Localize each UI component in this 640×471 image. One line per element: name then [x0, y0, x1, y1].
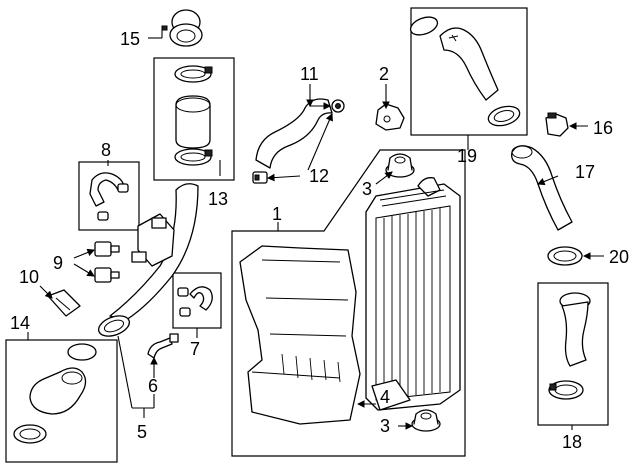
part-1-intercooler — [365, 177, 461, 411]
box-13 — [153, 57, 235, 181]
box-8 — [78, 161, 140, 231]
callout-7: 7 — [190, 339, 200, 359]
callout-3-upper: 3 — [362, 179, 372, 199]
callout-1: 1 — [272, 204, 282, 224]
part-9-solenoid — [94, 241, 120, 283]
box-19 — [410, 7, 528, 136]
part-16-sensor — [545, 112, 569, 137]
part-3-grommet-lower — [411, 409, 441, 432]
box-7 — [172, 272, 222, 329]
box-14 — [5, 339, 118, 463]
part-2-bracket — [375, 103, 405, 131]
part-20-clamp — [547, 246, 583, 266]
part-14-hose — [13, 343, 97, 444]
part-12-clamp — [252, 171, 268, 184]
part-17-pipe — [511, 145, 573, 231]
part-11-clamp — [331, 99, 345, 113]
part-3-grommet-upper — [385, 153, 415, 178]
callout-8: 8 — [101, 140, 111, 160]
box-18 — [537, 282, 609, 426]
part-18-hose — [548, 292, 591, 400]
part-19-hose — [409, 16, 521, 127]
part-10-bracket — [47, 289, 81, 317]
callout-6: 6 — [148, 376, 158, 396]
part-8-hose — [89, 172, 129, 221]
part-7-hose — [177, 286, 213, 317]
callout-17: 17 — [575, 162, 595, 182]
callout-19: 19 — [457, 146, 477, 166]
callout-10: 10 — [19, 267, 39, 287]
callout-2: 2 — [379, 64, 389, 84]
callout-5: 5 — [137, 422, 147, 442]
leader-lines — [27, 30, 604, 430]
callout-14: 14 — [10, 313, 30, 333]
part-6-hose — [147, 333, 179, 359]
callout-12: 12 — [309, 166, 329, 186]
box-1 — [231, 149, 466, 457]
callout-13: 13 — [208, 189, 228, 209]
callout-16: 16 — [593, 118, 613, 138]
callout-15: 15 — [120, 29, 140, 49]
part-11-hose — [255, 98, 333, 169]
callout-20: 20 — [609, 247, 629, 267]
part-15-hose — [161, 9, 203, 47]
callout-18: 18 — [562, 432, 582, 452]
callout-9: 9 — [53, 253, 63, 273]
callout-11: 11 — [300, 64, 319, 84]
part-13-hose-clamps — [174, 65, 213, 166]
callout-4: 4 — [380, 387, 390, 407]
callout-3-lower: 3 — [380, 416, 390, 436]
part-5-pipe — [98, 183, 199, 337]
